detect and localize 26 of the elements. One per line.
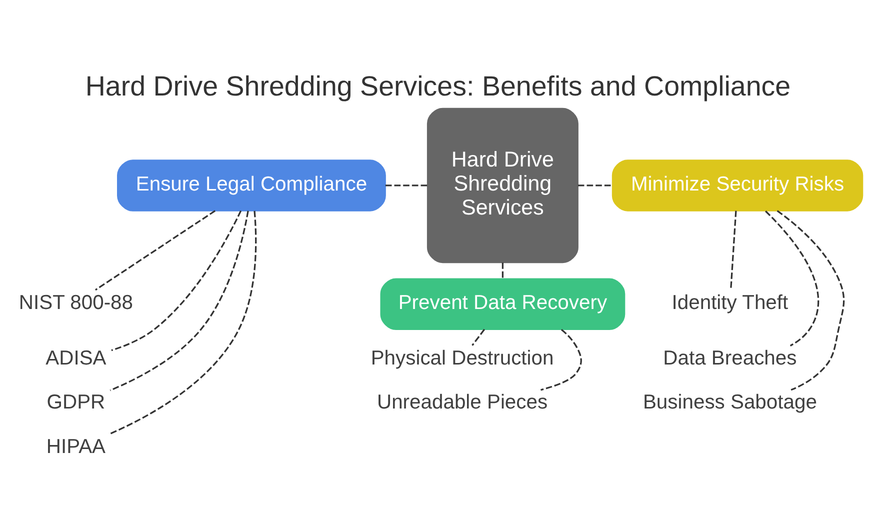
connector: [111, 210, 242, 351]
node-box: Prevent Data Recovery: [380, 278, 626, 330]
node-text: GDPR: [46, 391, 106, 414]
diagram-title: Hard Drive Shredding Services: Benefits and Compliance: [85, 70, 791, 101]
node-text: NIST 800-88: [18, 291, 134, 314]
connector: [540, 328, 582, 390]
connector: [95, 210, 216, 290]
connector: [765, 210, 820, 346]
node-text: Physical Destruction: [370, 346, 554, 369]
node-text: HIPAA: [46, 435, 106, 458]
node-text: Identity Theft: [672, 291, 788, 314]
node-box: Ensure Legal Compliance: [117, 159, 386, 211]
connector: [730, 210, 737, 290]
connector: [109, 210, 257, 434]
connector: [110, 210, 249, 391]
node-text: Unreadable Pieces: [377, 391, 548, 414]
connector: [502, 262, 504, 278]
node-text: ADISA: [46, 346, 106, 369]
connector: [385, 184, 428, 186]
node-box: Hard Drive Shredding Services: [426, 107, 578, 263]
connector: [578, 184, 612, 186]
connector: [776, 210, 845, 390]
node-text: Data Breaches: [663, 346, 797, 369]
node-text: Business Sabotage: [642, 391, 817, 414]
node-box: Minimize Security Risks: [612, 159, 864, 211]
connector: [472, 328, 486, 346]
